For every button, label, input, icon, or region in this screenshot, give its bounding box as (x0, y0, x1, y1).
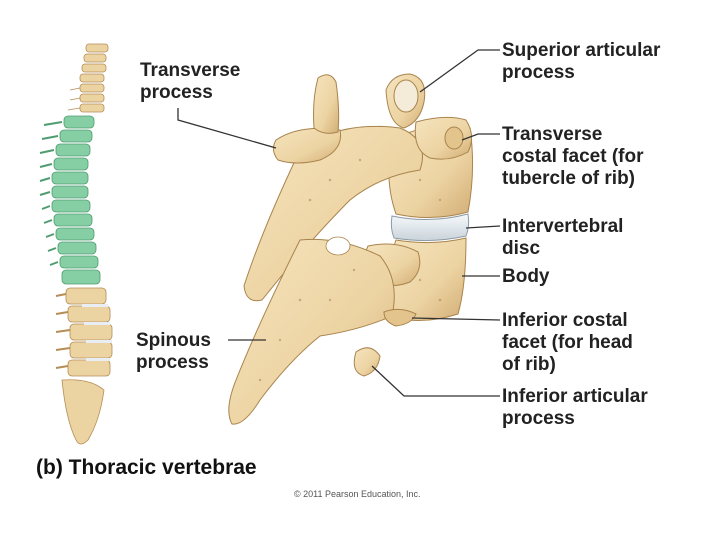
vertebrae-pair (228, 73, 474, 425)
upper-transverse-process (272, 127, 342, 164)
leader-transverse-costal-facet (461, 133, 500, 141)
spinal-column-thumbnail (39, 43, 113, 445)
intervertebral-foramen (325, 236, 351, 256)
leader-intervertebral-disc (465, 225, 501, 229)
label-transverse-costal-facet: Transverse costal facet (for tubercle of… (502, 124, 644, 189)
intervertebral-disc-shape (390, 213, 470, 242)
sacrum (61, 379, 105, 445)
inferior-costal-facet-shape (383, 308, 417, 327)
cervical-region (67, 43, 109, 113)
label-transverse-process: Transverse process (140, 60, 241, 103)
upper-left-articular-post (313, 74, 340, 134)
inferior-articular-process-shape (353, 347, 381, 377)
label-spinous-process: Spinous process (136, 330, 211, 373)
label-inferior-costal-facet: Inferior costal facet (for head of rib) (502, 310, 633, 375)
label-body: Body (502, 266, 550, 287)
caption-part-letter: (b) (36, 456, 63, 479)
label-superior-articular-process: Superior articular process (502, 40, 661, 83)
leader-inferior-articular-process (371, 365, 500, 397)
leader-inferior-costal-facet (411, 317, 501, 321)
label-inferior-articular-process: Inferior articular process (502, 386, 648, 429)
leader-transverse-process (177, 108, 277, 149)
transverse-costal-facet-shape (444, 126, 464, 150)
thoracic-region (39, 115, 101, 285)
upper-spinous-process (243, 125, 423, 302)
figure-caption: (b) Thoracic vertebrae (36, 456, 257, 480)
caption-title: Thoracic vertebrae (68, 456, 257, 479)
leader-lines (177, 49, 501, 397)
copyright-notice: © 2011 Pearson Education, Inc. (294, 489, 421, 499)
bone-texture (258, 158, 442, 382)
lumbar-region (55, 287, 113, 377)
leader-superior-articular-process (419, 49, 500, 93)
lower-spinous-process (228, 238, 395, 425)
superior-articular-facet (393, 79, 419, 113)
label-intervertebral-disc: Intervertebral disc (502, 216, 624, 259)
